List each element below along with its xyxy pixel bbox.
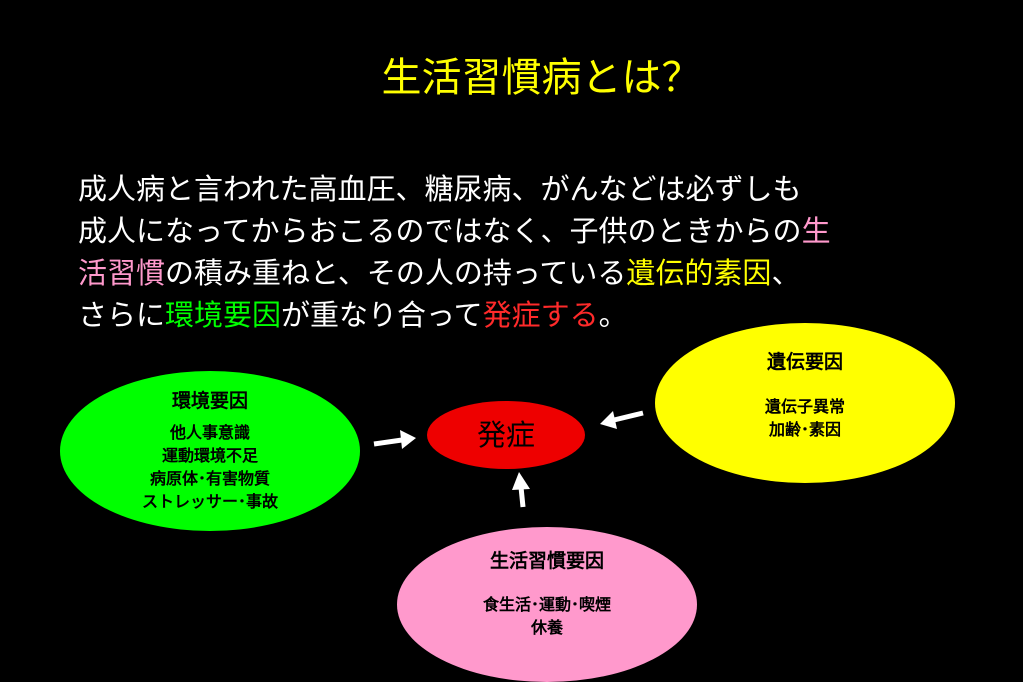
highlight-onset: 発症する (482, 298, 599, 332)
onset-node: 発症 (427, 401, 585, 469)
highlight-genetic: 遺伝的素因 (626, 256, 772, 290)
lifestyle-factor-items: 食生活･運動･喫煙 休養 (397, 593, 697, 639)
lifestyle-item: 休養 (530, 618, 563, 637)
highlight-lifestyle-part2: 活習慣 (78, 256, 166, 290)
environment-item: 他人事意識 (169, 423, 250, 442)
paragraph-line-3: 活習慣の積み重ねと、その人の持っている遺伝的素因、 (78, 256, 801, 290)
lifestyle-item: 食生活･運動･喫煙 (482, 595, 611, 614)
highlight-environment: 環境要因 (165, 298, 282, 332)
arrow-environment-to-onset-icon (373, 430, 416, 449)
genetic-factor-title: 遺伝要因 (766, 351, 843, 373)
environment-factor-title: 環境要因 (171, 390, 248, 412)
arrow-lifestyle-to-onset-icon (512, 472, 530, 508)
environment-factor-items: 他人事意識 運動環境不足 病原体･有害物質 ストレッサー･事故 (60, 421, 360, 513)
highlight-lifestyle-part1: 生 (801, 214, 831, 248)
paragraph-line-2: 成人になってからおこるのではなく、子供のときからの生 (78, 214, 831, 248)
environment-item: 病原体･有害物質 (149, 469, 270, 488)
genetic-item: 加齢･素因 (768, 420, 841, 439)
genetic-factor-node: 遺伝要因 遺伝子異常 加齢･素因 (655, 323, 955, 483)
arrow-genetic-to-onset-icon (600, 410, 644, 429)
lifestyle-factor-title: 生活習慣要因 (489, 550, 604, 572)
page-title: 生活習慣病とは？ (381, 55, 702, 101)
environment-item: ストレッサー･事故 (141, 492, 278, 511)
paragraph-line-4: さらに環境要因が重なり合って発症する。 (78, 298, 628, 332)
description-paragraph: 成人病と言われた高血圧、糖尿病、がんなどは必ずしも 成人になってからおこるのでは… (78, 168, 948, 336)
paragraph-line-1: 成人病と言われた高血圧、糖尿病、がんなどは必ずしも (78, 172, 802, 206)
genetic-item: 遺伝子異常 (764, 397, 845, 416)
environment-factor-node: 環境要因 他人事意識 運動環境不足 病原体･有害物質 ストレッサー･事故 (60, 371, 360, 531)
environment-item: 運動環境不足 (161, 446, 258, 465)
genetic-factor-items: 遺伝子異常 加齢･素因 (655, 395, 955, 441)
lifestyle-factor-node: 生活習慣要因 食生活･運動･喫煙 休養 (397, 527, 697, 682)
